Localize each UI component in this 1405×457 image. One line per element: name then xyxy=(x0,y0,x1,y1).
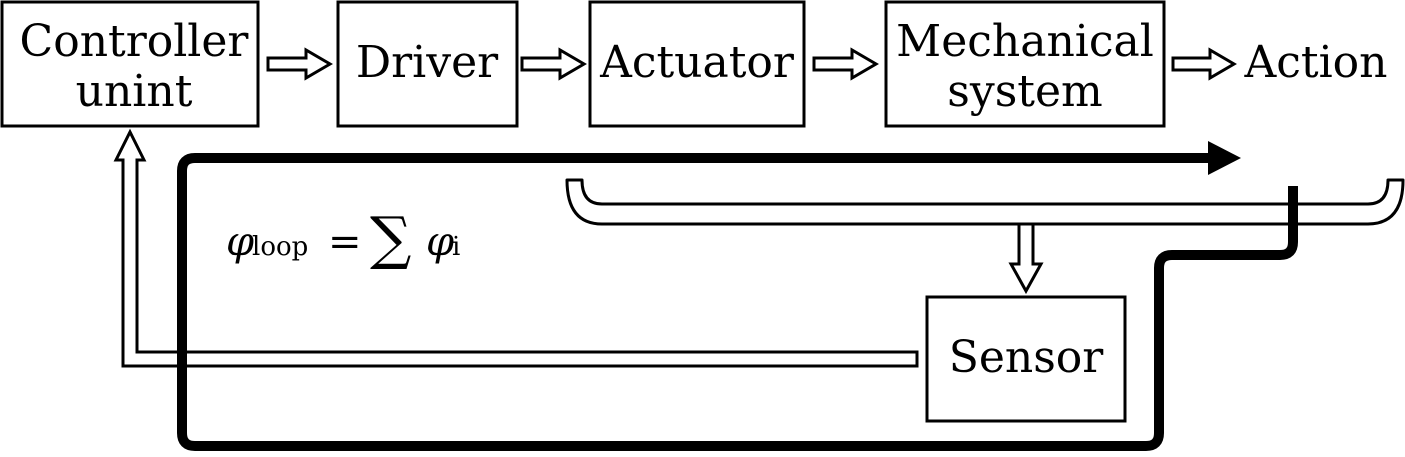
action-label: Action xyxy=(1244,37,1388,88)
controller-unit-label-line1: Controller xyxy=(20,16,250,67)
loop-subscript: loop xyxy=(252,232,308,262)
driver-label: Driver xyxy=(356,37,499,88)
equals-sign: = xyxy=(328,219,362,265)
sensor-block: Sensor xyxy=(925,295,1127,423)
actuator-label: Actuator xyxy=(599,37,795,88)
arrow-actuator-to-mechanical xyxy=(812,47,879,81)
phi-loop-symbol: φ xyxy=(226,219,254,265)
sensor-label: Sensor xyxy=(949,332,1105,383)
mechanical-system-label-line1: Mechanical xyxy=(896,16,1154,67)
phi-i-symbol: φ xyxy=(426,219,454,265)
mechanical-system-label-line2: system xyxy=(947,66,1102,117)
arrow-mechanical-to-action xyxy=(1171,47,1237,81)
controller-unit-label-line2: unint xyxy=(76,66,193,117)
mechanical-system-block: Mechanical system xyxy=(884,0,1166,128)
summation-icon: ∑ xyxy=(370,204,411,272)
driver-block: Driver xyxy=(336,0,519,128)
thick-loop-arrowhead xyxy=(1208,141,1241,175)
feedback-arrow-sensor-to-controller xyxy=(113,128,919,368)
i-subscript: i xyxy=(452,232,460,262)
arrow-controller-to-driver xyxy=(266,47,333,81)
actuator-block: Actuator xyxy=(588,0,806,128)
arrow-bracket-to-sensor xyxy=(1008,222,1044,295)
loop-phase-equation: φ loop = ∑ φ i xyxy=(226,204,460,272)
thick-loop-path xyxy=(177,153,1298,451)
arrow-driver-to-actuator xyxy=(520,47,587,81)
measurement-bracket xyxy=(565,178,1405,226)
controller-unit-block: Controller unint xyxy=(0,0,260,128)
